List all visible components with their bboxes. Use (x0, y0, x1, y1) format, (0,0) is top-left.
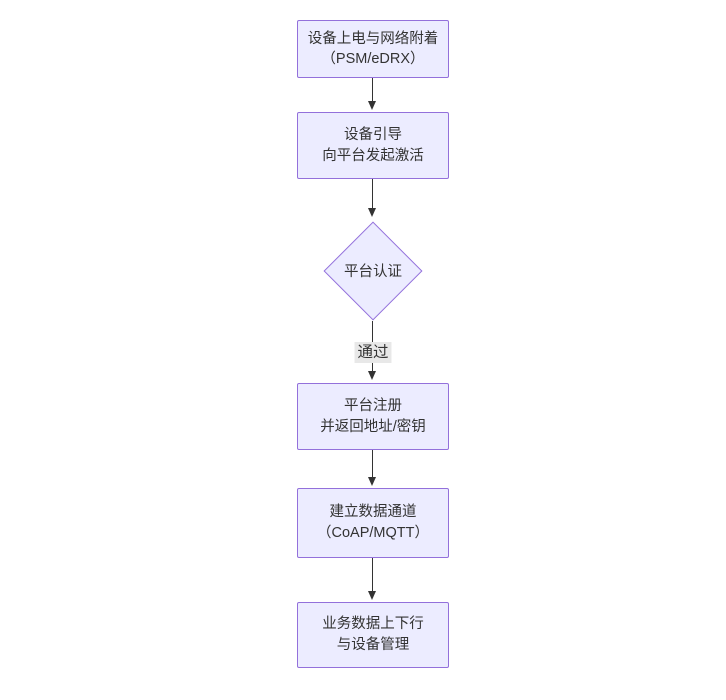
node-platform-registration: 平台注册 并返回地址/密钥 (297, 383, 449, 450)
edge-line-b-c (372, 179, 374, 209)
edge-line-d-e (372, 450, 374, 478)
arrowhead-icon (368, 591, 377, 600)
node-label-line: 平台注册 (344, 397, 402, 414)
arrowhead-icon (368, 371, 377, 380)
arrowhead-icon (368, 477, 377, 486)
node-label-line: 设备引导 (344, 126, 402, 143)
decision-label: 平台认证 (344, 264, 402, 280)
node-device-power-network-attach: 设备上电与网络附着 （PSM/eDRX） (297, 20, 449, 78)
arrowhead-icon (368, 101, 377, 110)
node-label-line: （CoAP/MQTT） (317, 525, 429, 541)
edge-line-e-f (372, 558, 374, 592)
node-label-line: 与设备管理 (336, 637, 410, 653)
node-label-line: 建立数据通道 (329, 504, 417, 520)
node-label-line: 设备上电与网络附着 (307, 31, 439, 47)
node-label-line: 并返回地址/密钥 (320, 418, 426, 435)
node-label-line: 向平台发起激活 (322, 147, 424, 164)
node-device-bootstrap-activation: 设备引导 向平台发起激活 (297, 112, 449, 179)
node-label-line: 业务数据上下行 (322, 616, 424, 632)
edge-label-pass: 通过 (354, 342, 392, 363)
edge-line-a-b (372, 78, 374, 103)
node-label-line: （PSM/eDRX） (321, 51, 425, 67)
arrowhead-icon (368, 208, 377, 217)
node-business-data-device-management: 业务数据上下行 与设备管理 (297, 602, 449, 668)
node-establish-data-channel: 建立数据通道 （CoAP/MQTT） (297, 488, 449, 558)
